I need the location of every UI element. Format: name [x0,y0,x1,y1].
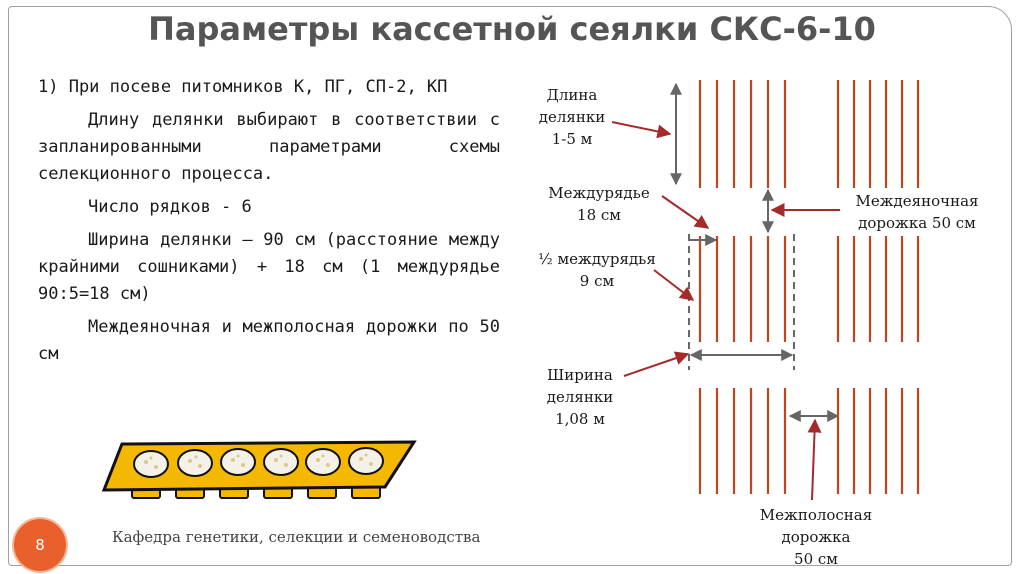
label-plot-path: Междеяночная дорожка 50 см [855,192,979,232]
plot-length-pointer [611,121,672,139]
plot-top-left [698,80,787,188]
plot-boundary-lines [688,234,795,370]
plot-bottom-left [698,388,787,494]
body-text: 1) При посеве питомников К, ПГ, СП-2, КП… [38,74,500,374]
slide-frame [8,6,1012,566]
paragraph-row-count: Число рядков - 6 [88,197,252,217]
slide-title: Параметры кассетной сеялки СКС-6-10 [148,10,876,48]
footer-department: Кафедра генетики, селекции и семеноводст… [112,528,481,546]
half-spacing-pointer [653,269,695,301]
label-plot-width: Ширина делянки 1,08 м [546,366,614,428]
strip-path-pointer [807,418,822,501]
dimension-arrows [670,82,840,422]
paragraph-plot-width: Ширина делянки – 90 см (расстояние между… [38,230,500,304]
plot-middle-left [698,236,787,342]
label-strip-path: Межполосная дорожка 50 см [759,506,873,568]
plot-width-pointer [623,351,690,377]
plot-top-right [836,80,920,188]
paragraph-nurseries: 1) При посеве питомников К, ПГ, СП-2, КП [38,77,448,97]
plot-middle-right [836,236,920,342]
plot-bottom-right [836,388,920,494]
cassette-icon [101,440,417,499]
pointer-arrows [611,121,840,501]
paragraph-paths: Междеяночная и межполосная дорожки по 50… [38,317,500,364]
label-half-spacing: ½ междурядья 9 см [538,250,656,290]
page-number-badge: 8 [14,519,66,571]
label-row-spacing: Междурядье 18 см [548,184,650,224]
label-plot-length: Длина делянки 1-5 м [538,86,606,148]
paragraph-plot-length: Длину делянки выбирают в соответствии с … [38,110,500,184]
row-spacing-pointer [661,195,710,229]
